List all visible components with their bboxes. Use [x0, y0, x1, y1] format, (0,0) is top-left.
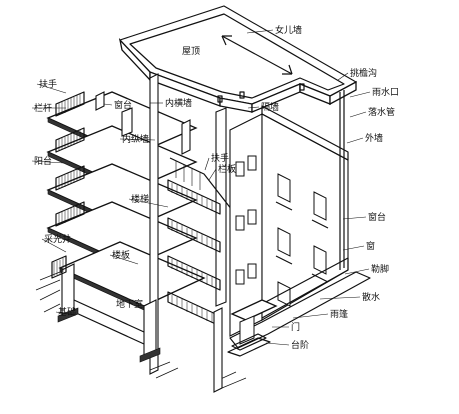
- label-gequiang: 隔墙: [261, 101, 279, 112]
- label-chuang: 窗: [366, 240, 375, 251]
- label-langan2: 栏板: [218, 163, 236, 174]
- interior-walls: [95, 73, 227, 375]
- label-tiaoyangou: 挑檐沟: [350, 67, 377, 78]
- label-wuding: 屋顶: [182, 46, 200, 56]
- label-chuangtai2: 窗台: [368, 211, 386, 222]
- leader-gequiang: [247, 106, 260, 109]
- leader-fushou1: [36, 83, 67, 94]
- leader-chuang: [342, 245, 365, 251]
- facade: [227, 90, 371, 357]
- balcony-railings: [55, 91, 85, 227]
- roof: [118, 5, 358, 113]
- label-neizongqiang: 内纵墙: [122, 133, 149, 144]
- label-fushou2: 扶手: [211, 152, 229, 163]
- leader-yushuikou: [349, 91, 371, 98]
- label-nuerqiang: 女儿墙: [275, 24, 302, 35]
- label-yangtai: 阳台: [34, 155, 52, 166]
- label-men: 门: [291, 321, 300, 332]
- leader-taijie: [265, 342, 290, 346]
- label-luoshuiguan: 落水管: [368, 106, 395, 117]
- label-yupeng: 雨篷: [330, 308, 348, 319]
- leader-chuangtai2: [342, 216, 367, 220]
- labels-layer: 女儿墙屋顶挑檐沟扶手栏杆窗台内横墙隔墙雨水口落水管内纵墙外墙阳台扶手栏板楼梯窗台…: [31, 24, 399, 350]
- leader-jichu: [55, 311, 76, 316]
- label-sanshui: 散水: [362, 291, 380, 302]
- leader-sanshui: [319, 296, 361, 300]
- leader-langan2: [208, 168, 217, 181]
- label-neihengqiang: 内横墙: [165, 97, 192, 108]
- basement: [35, 255, 247, 393]
- leader-louti: [128, 198, 169, 208]
- leader-yangtai: [31, 160, 65, 164]
- label-louti: 楼梯: [131, 193, 149, 204]
- label-louban: 楼板: [112, 249, 130, 260]
- label-caiguangjing: 采光井: [44, 233, 71, 244]
- leader-waiqiang: [346, 137, 364, 144]
- label-lejiao: 勒脚: [371, 263, 389, 274]
- label-taijie: 台阶: [291, 339, 309, 350]
- leader-louban: [109, 254, 139, 265]
- label-lanGan1: 栏杆: [34, 102, 52, 113]
- label-chuangtai1: 窗台: [114, 99, 132, 110]
- staircase: [167, 157, 233, 327]
- leader-tiaoyangou: [337, 72, 349, 81]
- label-fushou1: 扶手: [39, 78, 57, 89]
- leader-chuangtai1: [103, 103, 113, 106]
- leader-lejiao: [344, 268, 370, 275]
- leader-yupeng: [292, 313, 329, 319]
- leader-luoshuiguan: [349, 111, 367, 118]
- label-dixiashi: 地下室: [116, 298, 143, 309]
- leader-neizongqiang: [119, 138, 156, 141]
- label-waiqiang: 外墙: [365, 132, 383, 143]
- label-jichu: 基础: [58, 306, 76, 317]
- leader-fushou2: [204, 157, 210, 171]
- label-yushuikou: 雨水口: [372, 86, 399, 97]
- leader-nuerqiang: [246, 29, 274, 34]
- leader-caiguangjing: [41, 238, 67, 253]
